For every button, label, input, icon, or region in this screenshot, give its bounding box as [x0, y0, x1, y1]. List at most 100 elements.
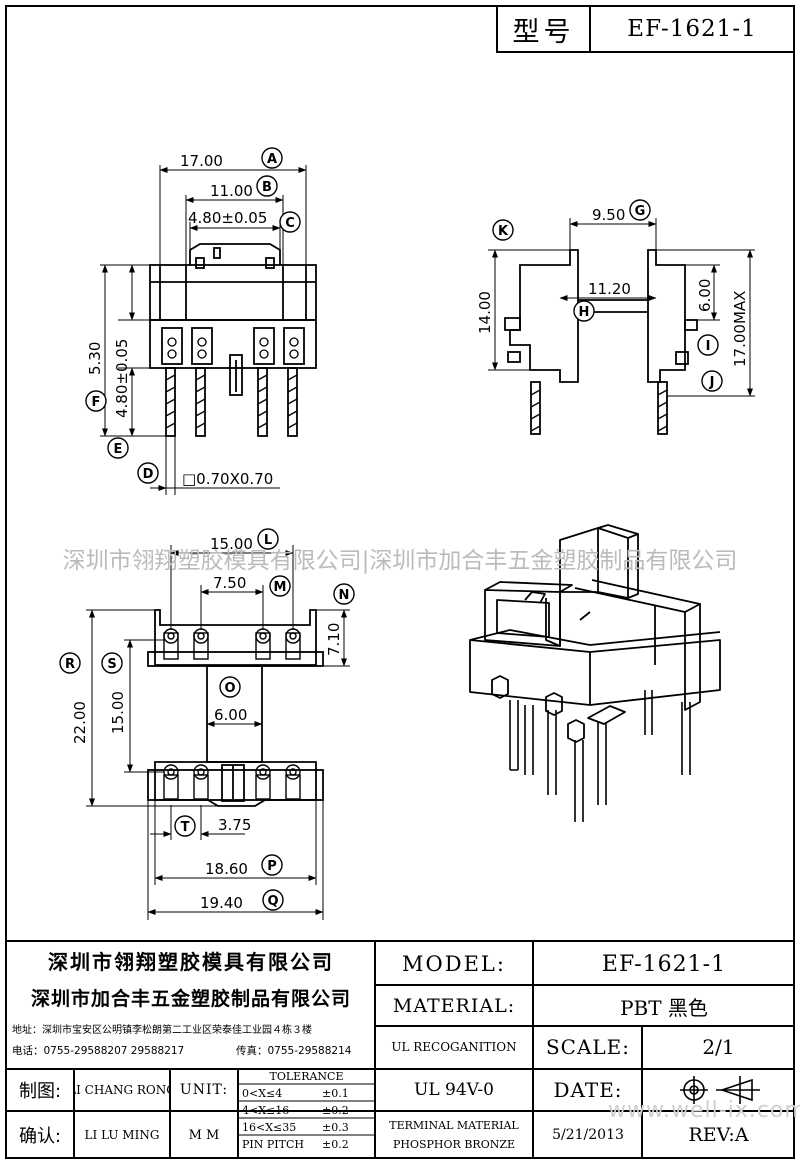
- company-name-2: 深圳市加合丰五金塑胶制品有限公司: [30, 987, 351, 1010]
- header-model-label: 型号: [512, 16, 575, 48]
- dim-marker-letter-j: J: [709, 375, 715, 390]
- company-phone: 电话：0755-29588207 29588217: [12, 1044, 185, 1057]
- projection-symbol: [680, 1076, 760, 1104]
- isometric-view: [469, 524, 721, 743]
- company-name-1: 深圳市翎翔塑胶模具有限公司: [48, 949, 334, 974]
- dim-marker-letter-g: G: [635, 204, 646, 219]
- scale-label: SCALE:: [545, 1035, 631, 1059]
- header-box: [496, 5, 795, 53]
- dim-marker-c: [279, 211, 301, 233]
- dim-value-t: 3.75: [218, 816, 251, 834]
- dim-marker-letter-t: T: [181, 820, 190, 835]
- date-value: 5/21/2013: [552, 1127, 624, 1143]
- scale-value: 2/1: [702, 1035, 735, 1059]
- dim-marker-o: [219, 676, 241, 698]
- dim-marker-letter-n: N: [339, 588, 350, 603]
- tolerance-range: 4<X≤16: [242, 1103, 290, 1117]
- dim-value-c: 4.80±0.05: [188, 209, 267, 227]
- dim-marker-a: [261, 147, 283, 169]
- dim-value-l: 15.00: [210, 535, 253, 553]
- title-block: [6, 940, 794, 1158]
- tolerance-value: ±0.2: [322, 1103, 349, 1117]
- company-fax: 传真：0755-29588214: [236, 1044, 352, 1057]
- tolerance-value: ±0.2: [322, 1137, 349, 1151]
- revision: REV:A: [688, 1124, 749, 1146]
- model-value: EF-1621-1: [601, 951, 727, 977]
- terminal-material-line2: PHOSPHOR BRONZE: [392, 1137, 516, 1151]
- tolerance-value: ±0.3: [322, 1120, 349, 1134]
- dim-value-a: 17.00: [180, 152, 223, 170]
- tolerance-range: PIN PITCH: [242, 1137, 304, 1151]
- unit-label: UNIT:: [179, 1082, 229, 1098]
- dim-value-q: 19.40: [200, 894, 243, 912]
- date-label: DATE:: [553, 1078, 623, 1102]
- unit-value: M M: [188, 1127, 220, 1143]
- dim-marker-d: [137, 462, 159, 484]
- dim-marker-letter-p: P: [267, 859, 277, 874]
- material-value: PBT 黑色: [620, 995, 708, 1020]
- tolerance-range: 16<X≤35: [242, 1120, 297, 1134]
- material-label: MATERIAL:: [392, 995, 516, 1017]
- tolerance-title: TOLERANCE: [269, 1070, 344, 1083]
- dim-marker-m: [269, 575, 291, 597]
- dim-value-g: 9.50: [592, 206, 625, 224]
- dim-value-m: 7.50: [213, 574, 246, 592]
- watermark-site: www.well-ix.com: [608, 1098, 800, 1123]
- dim-marker-r: [59, 652, 81, 674]
- dim-marker-letter-a: A: [267, 152, 277, 167]
- dim-value-o: 6.00: [214, 706, 247, 724]
- model-label: MODEL:: [402, 952, 506, 976]
- dim-marker-g: [629, 199, 651, 221]
- dim-marker-letter-s: S: [107, 657, 116, 672]
- drawn-label: 制图:: [18, 1081, 62, 1102]
- dim-value-j: 17.00MAX: [731, 291, 749, 367]
- dim-value-f: 5.30: [86, 342, 104, 375]
- bottom-view: [147, 609, 324, 807]
- dim-value-p: 18.60: [205, 860, 248, 878]
- dim-marker-b: [256, 175, 278, 197]
- header-model-value: EF-1621-1: [627, 16, 757, 42]
- dim-marker-l: [257, 528, 279, 550]
- dim-marker-j: [701, 370, 723, 392]
- dim-marker-letter-b: B: [262, 180, 272, 195]
- tolerance-range: 0<X≤4: [242, 1086, 283, 1100]
- dim-marker-letter-r: R: [65, 657, 75, 672]
- dim-marker-n: [333, 583, 355, 605]
- dim-marker-q: [262, 889, 284, 911]
- dim-marker-letter-o: O: [224, 681, 235, 696]
- dim-marker-letter-e: E: [114, 442, 123, 457]
- sheet-border: [5, 5, 795, 1159]
- ul-label: UL RECOGANITION: [391, 1040, 517, 1054]
- checked-by: LI LU MING: [84, 1128, 160, 1142]
- dim-value-k: 14.00: [476, 291, 494, 334]
- dim-marker-k: [492, 219, 514, 241]
- dim-marker-letter-m: M: [274, 580, 287, 595]
- side-view: [504, 249, 698, 435]
- dim-value-i: 6.00: [696, 279, 714, 312]
- dim-marker-letter-f: F: [92, 395, 101, 410]
- dim-marker-s: [101, 652, 123, 674]
- dim-marker-letter-k: K: [498, 224, 509, 239]
- dim-marker-letter-l: L: [264, 533, 272, 548]
- dim-value-b: 11.00: [210, 182, 253, 200]
- ul-value: UL 94V-0: [414, 1080, 494, 1100]
- dim-value-s: 15.00: [109, 691, 127, 734]
- watermark-banner: 深圳市翎翔塑胶模具有限公司|深圳市加合丰五金塑胶制品有限公司: [62, 548, 738, 574]
- drawn-by: LI CHANG RONG: [75, 1083, 169, 1097]
- dim-marker-letter-h: H: [579, 305, 590, 320]
- dim-marker-i: [697, 334, 719, 356]
- dim-marker-h: [573, 300, 595, 322]
- tolerance-value: ±0.1: [322, 1086, 349, 1100]
- dim-marker-letter-q: Q: [267, 894, 278, 909]
- dim-marker-f: [85, 390, 107, 412]
- dim-marker-p: [261, 854, 283, 876]
- company-address: 地址：深圳市宝安区公明镇李松朗第二工业区荣泰佳工业园４栋３楼: [12, 1024, 312, 1036]
- dim-marker-letter-c: C: [285, 216, 295, 231]
- dim-value-d: □0.70X0.70: [182, 470, 273, 488]
- dim-marker-t: [174, 815, 196, 837]
- terminal-material-line1: TERMINAL MATERIAL: [389, 1118, 519, 1132]
- dim-value-n: 7.10: [325, 623, 343, 656]
- dim-marker-letter-i: I: [706, 339, 711, 354]
